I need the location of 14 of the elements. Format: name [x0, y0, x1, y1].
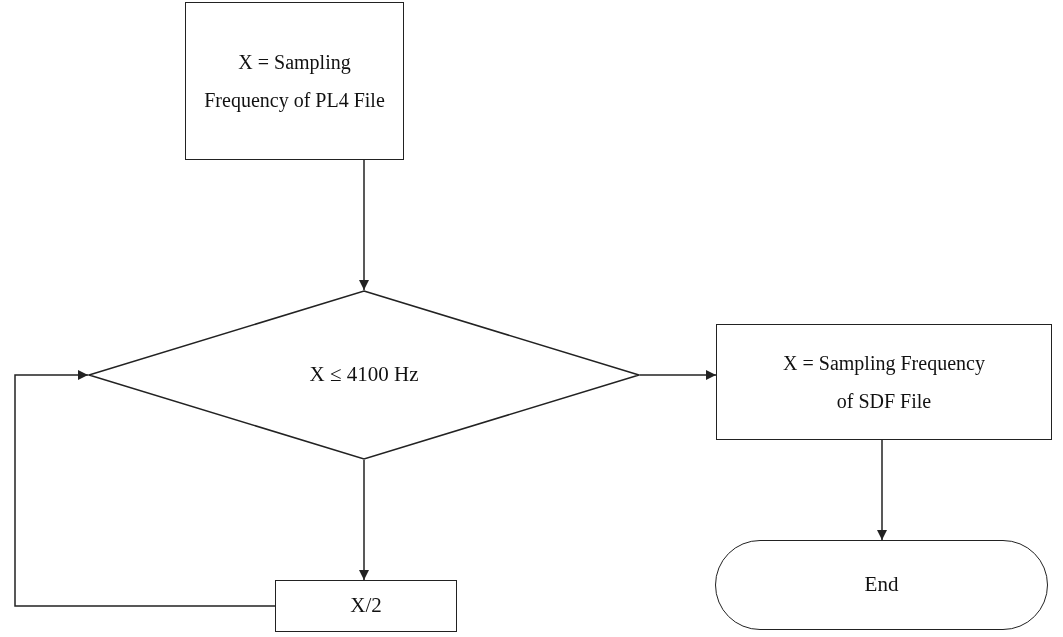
process-box: [275, 580, 457, 632]
arrow: [639, 370, 717, 380]
process-box: [716, 324, 1052, 440]
node-text: X ≤ 4100 Hz: [308, 361, 420, 389]
node-text: End: [863, 571, 900, 599]
process-box: [185, 2, 404, 160]
arrow: [359, 459, 369, 581]
decision-diamond: [88, 290, 640, 460]
node-text: X/2: [349, 592, 383, 620]
node-text: X = Sampling Frequency of SDF File: [782, 351, 986, 414]
node-text: X = Sampling Frequency of PL4 File: [203, 50, 386, 114]
arrow: [359, 159, 369, 291]
arrow: [877, 439, 887, 541]
arrow: [14, 370, 276, 607]
